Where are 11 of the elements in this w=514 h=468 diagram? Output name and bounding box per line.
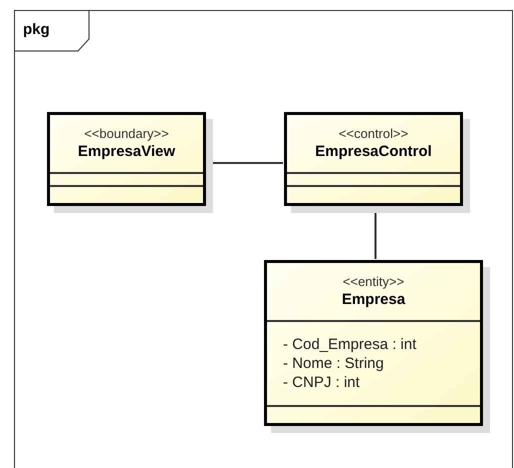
class-name: Empresa: [342, 290, 406, 310]
stereotype-label: <<control>>: [338, 126, 408, 142]
attribute-text: - CNPJ : int: [283, 373, 361, 392]
class-name: EmpresaView: [78, 142, 176, 162]
class-name: EmpresaControl: [315, 142, 432, 162]
package-frame: [14, 10, 513, 468]
stereotype-label: <<entity>>: [342, 274, 404, 290]
attribute-text: - Cod_Empresa : int: [283, 335, 418, 354]
package-label: pkg: [23, 20, 50, 40]
stereotype-label: <<boundary>>: [84, 126, 169, 142]
attribute-text: - Nome : String: [283, 354, 385, 373]
